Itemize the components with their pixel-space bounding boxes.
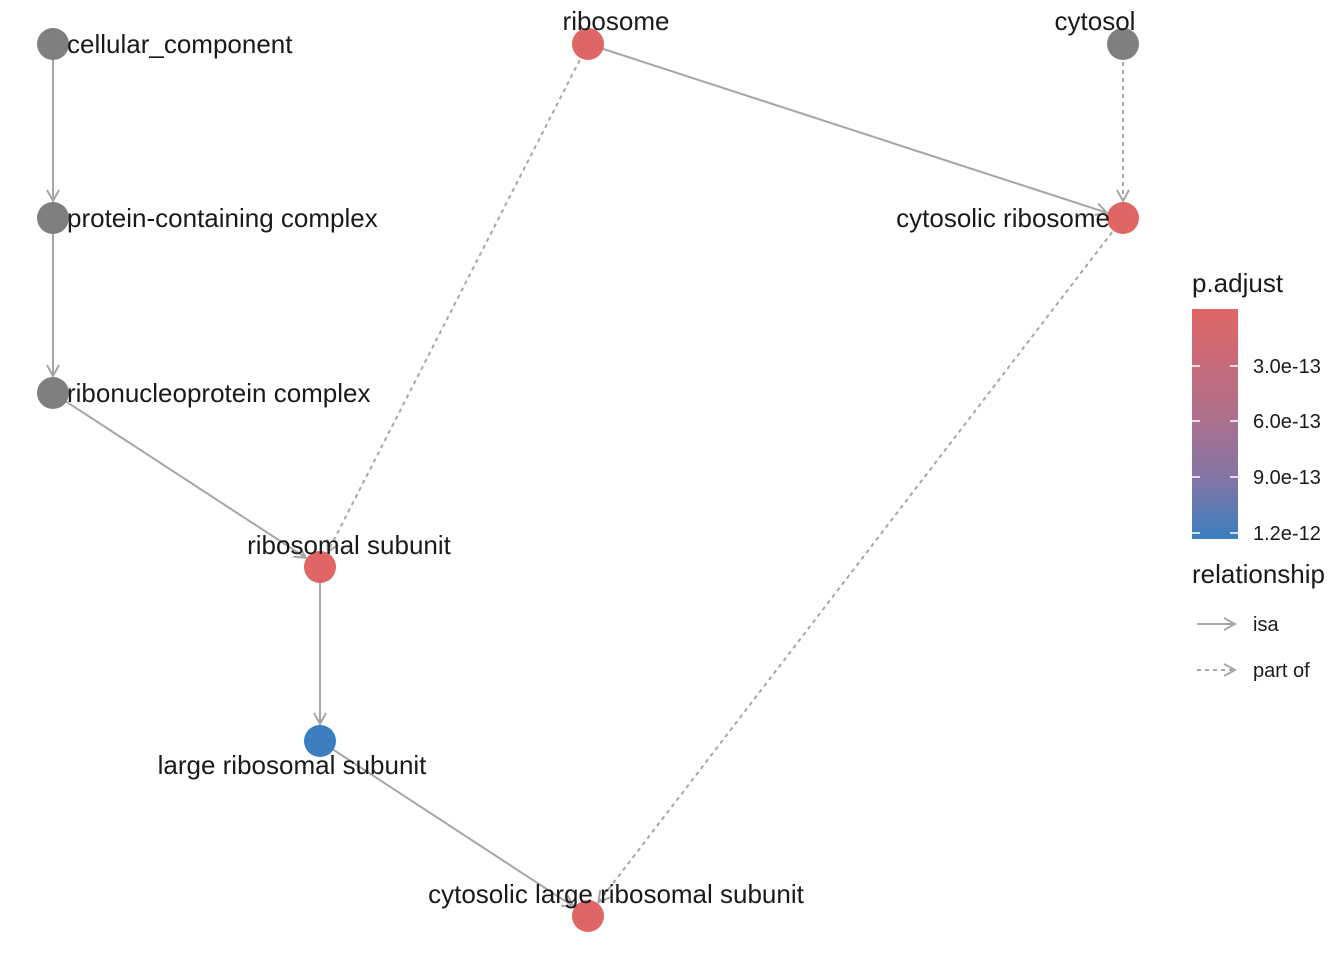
color-legend-title: p.adjust	[1192, 268, 1284, 298]
node-label-ribosomal-subunit: ribosomal subunit	[247, 530, 452, 560]
edge-ribonucleoprotein-complex-to-ribosomal-subunit	[54, 393, 306, 558]
node-label-cytosolic-large-ribosomal-subunit: cytosolic large ribosomal subunit	[428, 879, 805, 909]
labels-layer: cellular_component protein-containing com…	[67, 6, 1135, 909]
color-legend: p.adjust 3.0e-13 6.0e-13 9.0e-13 1.2e-12	[1192, 268, 1321, 545]
color-tick-label: 1.2e-12	[1253, 523, 1321, 545]
node-label-large-ribosomal-subunit: large ribosomal subunit	[158, 750, 428, 780]
edges-layer	[53, 43, 1123, 907]
color-legend-ticks	[1192, 365, 1238, 534]
node-large-ribosomal-subunit	[304, 725, 336, 757]
node-ribosomal-subunit	[304, 551, 336, 583]
node-ribosome	[572, 28, 604, 60]
legend-key-part-of: part of	[1197, 660, 1310, 682]
edge-cytosolic-ribosome-to-cytosolic-large-ribosomal-subunit	[598, 218, 1123, 903]
legend-key-label: isa	[1253, 614, 1279, 636]
nodes-layer	[37, 28, 1139, 932]
node-label-ribosome: ribosome	[563, 6, 670, 36]
legend-key-label: part of	[1253, 660, 1310, 682]
color-tick-label: 6.0e-13	[1253, 411, 1321, 433]
node-cellular-component	[37, 28, 69, 60]
color-tick-label: 9.0e-13	[1253, 467, 1321, 489]
node-label-ribonucleoprotein-complex: ribonucleoprotein complex	[67, 378, 371, 408]
node-label-cytosol: cytosol	[1055, 6, 1136, 36]
edge-large-ribosomal-subunit-to-cytosolic-large-ribosomal-subunit	[321, 741, 574, 907]
relationship-legend: relationship isa part of	[1192, 559, 1325, 682]
node-label-cytosolic-ribosome: cytosolic ribosome	[896, 203, 1110, 233]
color-tick-label: 3.0e-13	[1253, 356, 1321, 378]
edge-ribosome-to-cytosolic-ribosome	[589, 43, 1107, 213]
color-legend-bar	[1192, 309, 1238, 539]
node-label-protein-containing-complex: protein-containing complex	[67, 203, 378, 233]
edge-ribosome-to-ribosomal-subunit	[328, 45, 588, 552]
relationship-legend-title: relationship	[1192, 559, 1325, 589]
node-cytosolic-ribosome	[1107, 202, 1139, 234]
node-ribonucleoprotein-complex	[37, 377, 69, 409]
node-protein-containing-complex	[37, 202, 69, 234]
node-cytosol	[1107, 28, 1139, 60]
node-label-cellular-component: cellular_component	[67, 29, 293, 59]
node-cytosolic-large-ribosomal-subunit	[572, 900, 604, 932]
legend-key-isa: isa	[1197, 614, 1279, 636]
